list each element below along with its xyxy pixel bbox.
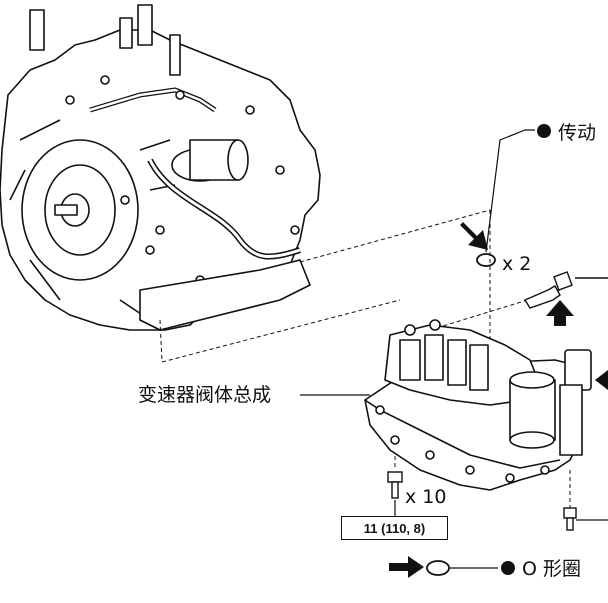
gasket-qty-label: x 2 bbox=[502, 253, 531, 275]
o-rings bbox=[426, 253, 496, 576]
bolt-icon bbox=[387, 471, 403, 499]
bullets bbox=[501, 124, 551, 575]
torque-spec-text: 11 (110, 8) bbox=[363, 520, 426, 536]
arrow-icon bbox=[460, 222, 488, 250]
arrow-icon bbox=[546, 300, 574, 326]
bolt-qty-label: x 10 bbox=[405, 486, 446, 508]
torque-spec-box: 11 (110, 8) bbox=[341, 516, 448, 540]
arrow-icon bbox=[389, 556, 424, 578]
valve-body-label: 变速器阀体总成 bbox=[138, 384, 271, 406]
bolts bbox=[387, 471, 577, 531]
o-ring-label: O 形圈 bbox=[522, 558, 581, 580]
arrows bbox=[389, 222, 608, 578]
o-ring-icon bbox=[426, 560, 450, 576]
transfer-gasket-label: 传动 bbox=[558, 122, 596, 144]
valve-body-assembly bbox=[364, 319, 592, 491]
bullet-icon bbox=[537, 124, 551, 138]
o-ring-icon bbox=[476, 253, 496, 267]
transmission-housing bbox=[0, 4, 321, 331]
bullet-icon bbox=[501, 561, 515, 575]
connector-bolt bbox=[523, 271, 608, 309]
bolt-icon bbox=[563, 507, 577, 531]
arrow-icon bbox=[595, 370, 608, 390]
leader-lines bbox=[300, 129, 608, 569]
